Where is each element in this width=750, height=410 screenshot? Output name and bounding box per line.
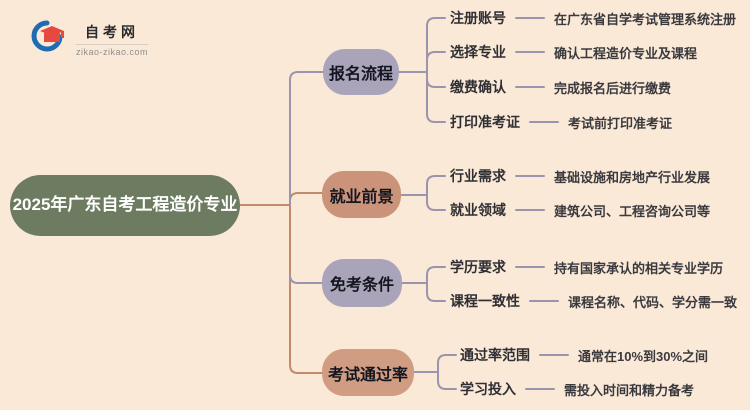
connector-dash [539,354,569,356]
connector-dash [515,51,545,53]
logo-tassel-shape [61,31,64,38]
branch2-children-bracket [399,175,446,211]
connector-dash [529,121,559,123]
connector-dash [515,175,545,177]
child-row-payment-confirmation: 缴费确认 完成报名后进行缴费 [450,76,671,98]
child-row-course-consistency: 课程一致性 课程名称、代码、学分需一致 [450,290,737,312]
child-description: 建筑公司、工程咨询公司等 [554,203,711,219]
site-url: zikao-zikao.com [76,44,149,57]
child-description: 在广东省自学考试管理系统注册 [554,11,737,27]
branch1-children-bracket [397,17,446,123]
connector-dash [529,300,559,302]
branch1-connector-line [289,71,324,206]
branch3-children-bracket [401,266,446,302]
branch4-connector-line [289,204,323,374]
connector-dash [515,17,545,19]
logo-cap-base-shape [44,33,60,42]
child-label: 课程一致性 [450,293,520,309]
child-description: 课程名称、代码、学分需一致 [568,294,738,310]
connector-dash [515,209,545,211]
child-label: 通过率范围 [460,347,530,363]
child-description: 考试前打印准考证 [568,115,673,131]
child-description: 通常在10%到30%之间 [578,348,709,364]
branch3-connector-line [289,274,323,284]
child-description: 完成报名后进行缴费 [554,80,672,96]
child-row-pass-rate-range: 通过率范围 通常在10%到30%之间 [460,344,708,366]
child-label: 注册账号 [450,10,506,26]
branch-node-employment-prospects: 就业前景 [322,171,401,218]
site-logo: 自考网 zikao-zikao.com [30,20,149,59]
child-label: 学习投入 [460,381,516,397]
branch-node-exemption-conditions: 免考条件 [322,259,402,307]
graduation-cap-logo-icon [30,20,68,59]
child-label: 缴费确认 [450,79,506,95]
child-row-education-requirement: 学历要求 持有国家承认的相关专业学历 [450,256,723,278]
logo-text-block: 自考网 zikao-zikao.com [76,22,149,57]
child-row-register-account: 注册账号 在广东省自学考试管理系统注册 [450,7,736,29]
child-row-print-admission-ticket: 打印准考证 考试前打印准考证 [450,111,672,133]
root-topic-node: 2025年广东自考工程造价专业 [10,175,240,236]
connector-dash [525,388,555,390]
site-name: 自考网 [85,24,140,40]
child-label: 打印准考证 [450,114,520,130]
logo-crescent-shape [31,20,63,52]
child-description: 基础设施和房地产行业发展 [554,169,711,185]
child-label: 就业领域 [450,202,506,218]
child-description: 需投入时间和精力备考 [564,382,695,398]
child-label: 学历要求 [450,259,506,275]
child-row-employment-fields: 就业领域 建筑公司、工程咨询公司等 [450,199,710,221]
branch-node-exam-pass-rate: 考试通过率 [322,349,414,396]
branch4-children-bracket [413,354,457,390]
child-description: 持有国家承认的相关专业学历 [554,260,724,276]
connector-dash [515,266,545,268]
connector-dash [515,86,545,88]
child-row-study-commitment: 学习投入 需投入时间和精力备考 [460,378,694,400]
child-description: 确认工程造价专业及课程 [554,45,698,61]
branch-node-registration-process: 报名流程 [323,49,399,95]
child-row-industry-demand: 行业需求 基础设施和房地产行业发展 [450,165,710,187]
child-row-choose-major: 选择专业 确认工程造价专业及课程 [450,41,697,63]
child-label: 选择专业 [450,44,506,60]
child-label: 行业需求 [450,168,506,184]
branch2-connector-line [289,192,323,206]
